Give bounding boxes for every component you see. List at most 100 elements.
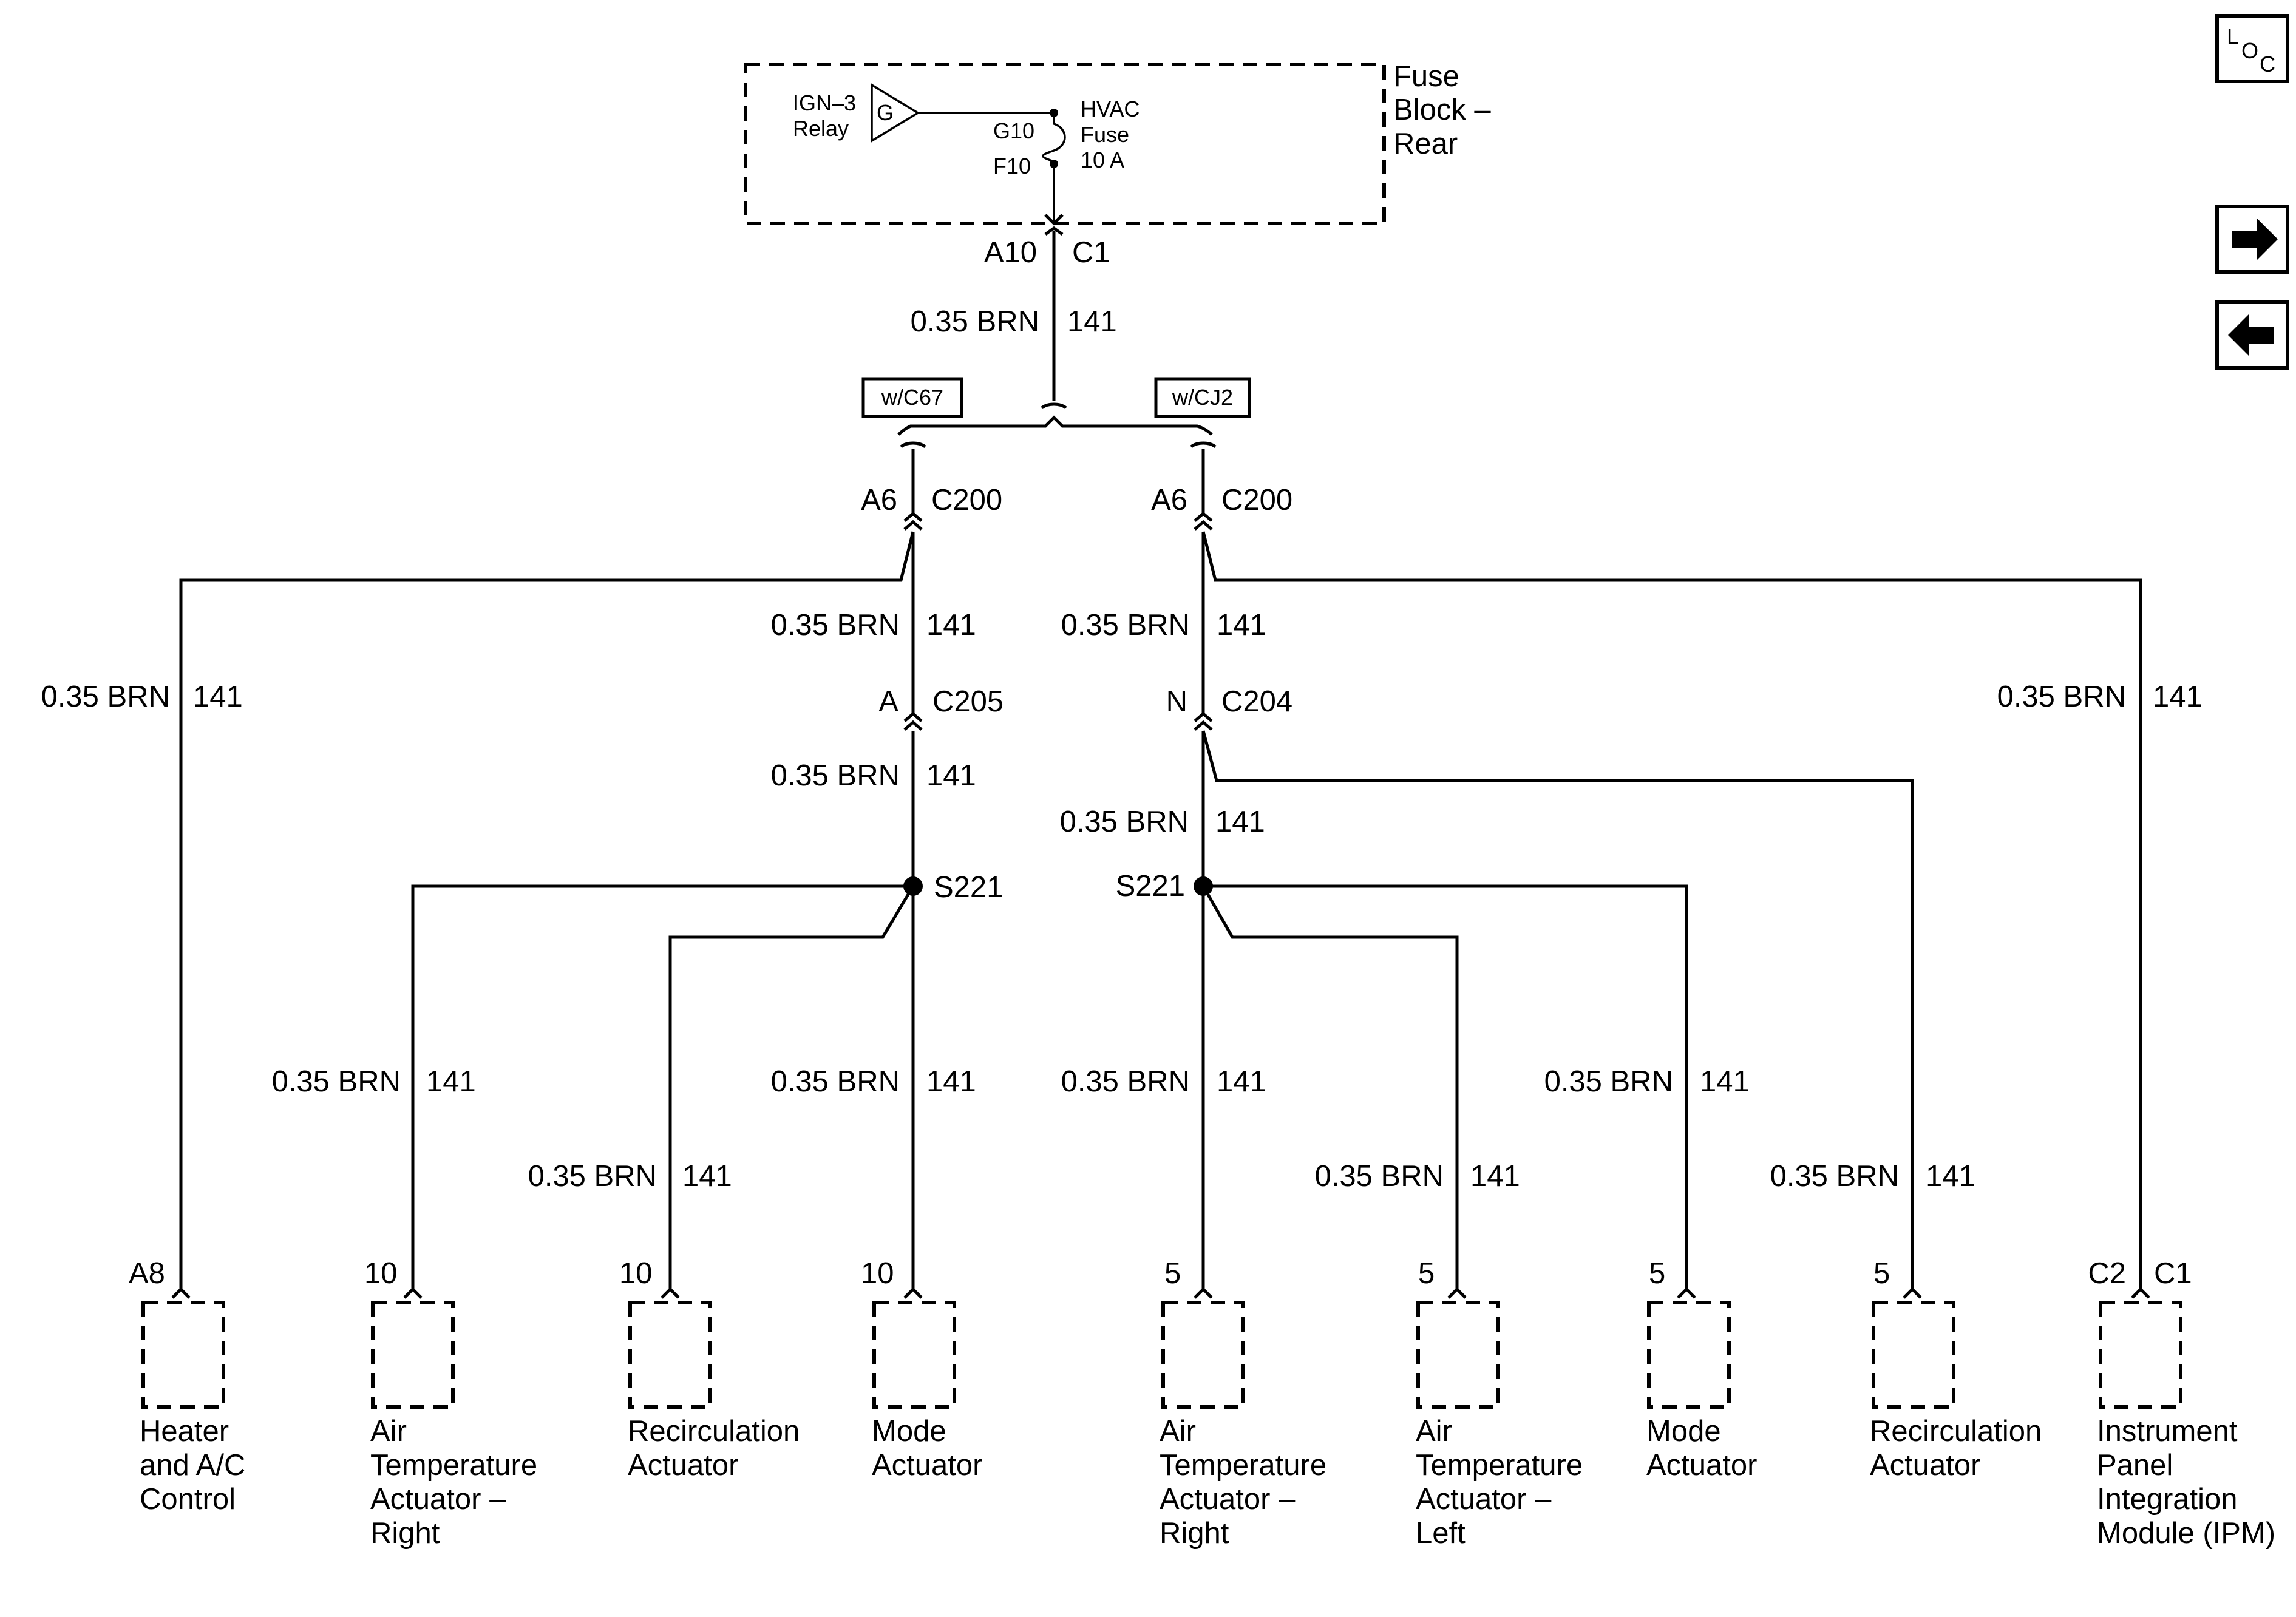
c205-name: C205 xyxy=(932,685,1004,718)
c204-name: C204 xyxy=(1221,685,1292,718)
relay-symbol-icon xyxy=(871,83,920,143)
component-pin: C2 xyxy=(2088,1257,2126,1290)
component-name-4: Module (IPM) xyxy=(2097,1517,2275,1550)
fuse-pin-top: G10 xyxy=(993,118,1034,143)
wire-c204-upper-circuit: 141 xyxy=(1217,609,1266,642)
component-pin: 5 xyxy=(1164,1257,1181,1290)
component-mode-actuator-2: 5 Mode Actuator xyxy=(1646,1257,1757,1482)
component-name-1: Air xyxy=(1160,1415,1196,1448)
connector-terminal-icon xyxy=(1903,1287,1922,1299)
previous-page-button[interactable] xyxy=(2215,300,2289,370)
arrow-left-icon[interactable] xyxy=(2228,314,2274,356)
component-air-temp-actuator-right-2: 5 Air Temperature Actuator – Right xyxy=(1160,1257,1326,1550)
component-box xyxy=(628,1301,712,1409)
component-box xyxy=(1416,1301,1500,1409)
wire-to-ipm xyxy=(1201,531,2142,1290)
component-name-3: Integration xyxy=(2097,1483,2238,1516)
branch-right: A6 C200 0.35 BRN 141 0.35 BRN 141 N C204… xyxy=(1060,449,2203,1290)
wire-mode1-circuit: 141 xyxy=(926,1065,976,1098)
arrow-right-icon[interactable] xyxy=(2232,219,2278,260)
connector-terminal-icon xyxy=(903,1287,923,1299)
wire-air-temp-l-gauge: 0.35 BRN xyxy=(1315,1160,1444,1193)
branch-left: A6 C200 0.35 BRN 141 0.35 BRN 141 A C205… xyxy=(41,449,1004,1290)
component-name-1: Recirculation xyxy=(1870,1415,2042,1448)
component-name-2: and A/C xyxy=(140,1449,245,1482)
connector-terminal-icon xyxy=(171,1287,191,1299)
splice-s221-right-label: S221 xyxy=(1116,870,1185,903)
component-box xyxy=(141,1301,225,1409)
component-recirculation-actuator-1: 10 Recirculation Actuator xyxy=(619,1257,800,1482)
main-wire-circuit: 141 xyxy=(1067,305,1117,338)
wire-recirc2-gauge: 0.35 BRN xyxy=(1770,1160,1899,1193)
connector-c204-icon xyxy=(1194,711,1213,731)
wire-to-air-temp-left xyxy=(1201,885,1459,1290)
wire-c204-lower-gauge: 0.35 BRN xyxy=(1060,805,1189,838)
wire-to-heater-control xyxy=(179,531,915,1290)
relay-label-2: Relay xyxy=(793,116,849,141)
wire-c204-lower-circuit: 141 xyxy=(1215,805,1265,838)
wire-to-mode-right xyxy=(1203,884,1688,1290)
component-pin: A8 xyxy=(129,1257,165,1290)
wire-recirc1-circuit: 141 xyxy=(682,1160,732,1193)
component-name-3: Control xyxy=(140,1483,236,1516)
wire-heater-gauge: 0.35 BRN xyxy=(41,680,170,713)
component-name-1: Recirculation xyxy=(628,1415,800,1448)
next-page-button[interactable] xyxy=(2215,205,2289,274)
wire-air-temp-r1-circuit: 141 xyxy=(426,1065,476,1098)
component-air-temp-actuator-left: 5 Air Temperature Actuator – Left xyxy=(1416,1257,1583,1550)
branch-left-break xyxy=(900,441,926,449)
component-pin: 10 xyxy=(619,1257,653,1290)
wire-to-air-temp-right-left xyxy=(411,884,913,1290)
wire-ipm-circuit: 141 xyxy=(2153,680,2203,713)
component-pin-2: C1 xyxy=(2154,1257,2192,1290)
connector-terminal-icon xyxy=(1447,1287,1467,1299)
wire-heater-circuit: 141 xyxy=(193,680,243,713)
component-name-4: Right xyxy=(1160,1517,1229,1550)
c200-right-name: C200 xyxy=(1221,484,1292,517)
wire-c205-upper-gauge: 0.35 BRN xyxy=(771,609,900,642)
component-name-1: Air xyxy=(1416,1415,1452,1448)
component-mode-actuator-1: 10 Mode Actuator xyxy=(861,1257,982,1482)
relay-label-1: IGN–3 xyxy=(793,90,856,115)
fuse-label-1: HVAC xyxy=(1081,97,1140,121)
component-name-4: Right xyxy=(370,1517,440,1550)
loc-letter-o: O xyxy=(2241,38,2258,63)
connector-c1-female-icon xyxy=(1044,214,1064,226)
connector-terminal-icon xyxy=(661,1287,680,1299)
fuse-element-icon xyxy=(1042,113,1066,164)
component-pin: 10 xyxy=(861,1257,894,1290)
connector-terminal-icon xyxy=(1677,1287,1696,1299)
option-tag-right xyxy=(1154,377,1251,418)
component-air-temp-actuator-right-1: 10 Air Temperature Actuator – Right xyxy=(364,1257,537,1550)
component-name-1: Heater xyxy=(140,1415,229,1448)
option-split-bracket xyxy=(897,415,1213,436)
c205-pin: A xyxy=(878,685,898,718)
c200-left-name: C200 xyxy=(931,484,1002,517)
component-name-1: Mode xyxy=(872,1415,946,1448)
wire-mode2-gauge: 0.35 BRN xyxy=(1544,1065,1673,1098)
fuse-block-title-3: Rear xyxy=(1393,127,1458,160)
fuse-block-title-2: Block – xyxy=(1393,93,1491,126)
wire-air-temp-r1-gauge: 0.35 BRN xyxy=(272,1065,401,1098)
component-name-2: Actuator xyxy=(872,1449,982,1482)
loc-letter-l: L xyxy=(2227,24,2239,49)
location-icon[interactable] xyxy=(2215,14,2289,83)
wire-to-recirc-right xyxy=(1201,730,1914,1290)
component-name-2: Actuator xyxy=(1646,1449,1757,1482)
option-break-top xyxy=(1041,402,1067,410)
c200-left-pin: A6 xyxy=(861,484,897,517)
main-connector-pin: A10 xyxy=(984,236,1037,269)
wire-ipm-gauge: 0.35 BRN xyxy=(1997,680,2126,713)
component-name-3: Actuator – xyxy=(370,1483,506,1516)
component-pin: 5 xyxy=(1873,1257,1890,1290)
wire-to-recirc-left xyxy=(668,885,915,1290)
wire-mode1-gauge: 0.35 BRN xyxy=(771,1065,900,1098)
location-button[interactable]: L O C xyxy=(2215,14,2289,83)
component-box xyxy=(1647,1301,1731,1409)
component-name-2: Actuator xyxy=(628,1449,738,1482)
component-name-2: Temperature xyxy=(1160,1449,1326,1482)
wire-c205-lower-gauge: 0.35 BRN xyxy=(771,759,900,792)
option-tag-left-text: w/C67 xyxy=(881,385,943,410)
component-name-3: Actuator – xyxy=(1416,1483,1552,1516)
